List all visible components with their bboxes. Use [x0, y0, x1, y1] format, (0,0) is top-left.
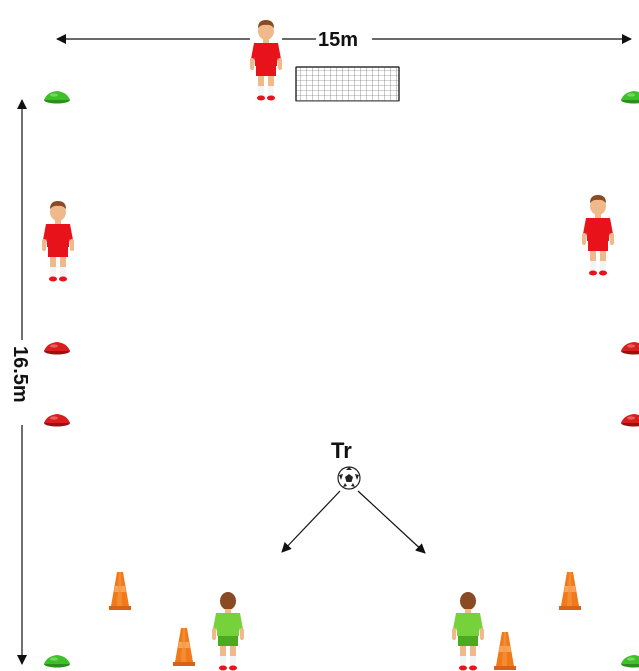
pass-arrow-right — [357, 490, 426, 554]
orange-cone-left-back — [109, 572, 131, 610]
green-player-right — [452, 592, 484, 671]
orange-cone-right-back — [559, 572, 581, 610]
length-dimension: 16.5m — [9, 99, 31, 665]
pass-arrow-left — [281, 490, 341, 553]
red-player-left — [42, 201, 74, 282]
red-cone-right-upper — [621, 342, 639, 355]
orange-cone-right-front — [494, 632, 516, 670]
green-cone-bottom-right — [621, 655, 639, 668]
goal-net — [295, 66, 400, 102]
green-cone-top-left — [44, 91, 70, 104]
orange-cone-left-front — [173, 628, 195, 666]
width-dimension: 15m — [56, 29, 632, 51]
green-cone-top-right — [621, 91, 639, 104]
length-label: 16.5m — [9, 346, 31, 403]
red-cone-left-upper — [44, 342, 70, 355]
red-player-right — [582, 195, 614, 276]
red-cone-left-lower — [44, 414, 70, 427]
red-player-goalkeeper — [250, 20, 282, 101]
green-player-left — [212, 592, 244, 671]
width-label: 15m — [318, 29, 358, 51]
red-cone-right-lower — [621, 414, 639, 427]
green-cone-bottom-left — [44, 655, 70, 668]
soccer-ball-icon — [337, 466, 361, 490]
trainer-label: Tr — [331, 438, 352, 463]
